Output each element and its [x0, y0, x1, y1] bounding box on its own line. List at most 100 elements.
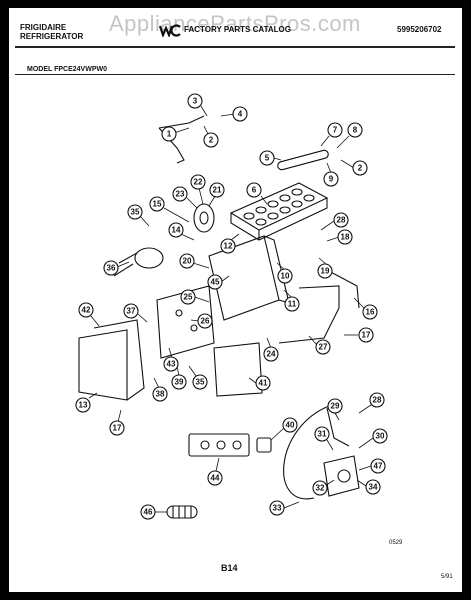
callout-15: 15: [149, 196, 190, 223]
svg-text:11: 11: [288, 300, 297, 309]
callout-35a: 35: [127, 204, 150, 227]
svg-text:2: 2: [209, 136, 214, 145]
svg-text:17: 17: [362, 331, 371, 340]
callout-9: 9: [323, 162, 339, 187]
model-label: MODEL FPCE24VWPW0: [27, 66, 107, 73]
wci-logo-icon: [159, 24, 181, 37]
svg-text:33: 33: [273, 504, 282, 513]
svg-text:26: 26: [201, 317, 210, 326]
sheet-number: B14: [221, 563, 238, 573]
svg-text:4: 4: [238, 110, 243, 119]
callout-45: 45: [207, 274, 230, 290]
svg-text:35: 35: [196, 378, 205, 387]
svg-text:23: 23: [176, 190, 185, 199]
part-40-fitting: [256, 437, 272, 453]
svg-text:29: 29: [331, 402, 340, 411]
svg-text:17: 17: [113, 424, 122, 433]
svg-text:43: 43: [167, 360, 176, 369]
callout-37: 37: [123, 303, 148, 323]
callout-19: 19: [317, 257, 333, 279]
svg-text:30: 30: [376, 432, 385, 441]
callout-46: 46: [140, 504, 167, 520]
callout-28a: 28: [320, 212, 349, 231]
svg-text:18: 18: [341, 233, 350, 242]
svg-text:40: 40: [286, 421, 295, 430]
part-13-front-cover: [78, 329, 128, 401]
parts-diagram-page: AppliancePartsPros.com FRIGIDAIRE REFRIG…: [9, 8, 462, 592]
diagram-code: 0529: [389, 540, 403, 546]
callout-8: 8: [336, 122, 363, 149]
header-rule: [15, 46, 455, 48]
part-6-mold-cells: [243, 188, 315, 226]
callout-25: 25: [180, 289, 210, 305]
callout-40: 40: [270, 417, 298, 441]
svg-text:21: 21: [213, 186, 222, 195]
svg-text:32: 32: [316, 484, 325, 493]
part-22-gear: [193, 203, 215, 233]
callout-17b: 17: [109, 409, 125, 436]
svg-text:38: 38: [156, 390, 165, 399]
part-32-valve-body: [323, 455, 360, 497]
svg-text:47: 47: [374, 462, 383, 471]
svg-text:25: 25: [184, 293, 193, 302]
callout-17a: 17: [344, 327, 374, 343]
svg-text:37: 37: [127, 307, 136, 316]
svg-text:3: 3: [193, 97, 198, 106]
brand-line-1: FRIGIDAIRE: [20, 23, 67, 32]
callout-21: 21: [208, 182, 225, 207]
callout-13: 13: [75, 392, 98, 413]
callout-32: 32: [312, 479, 335, 496]
svg-text:42: 42: [82, 306, 91, 315]
svg-text:9: 9: [329, 175, 334, 184]
callout-7: 7: [320, 122, 343, 147]
callout-16: 16: [353, 297, 378, 320]
svg-text:16: 16: [366, 308, 375, 317]
callout-35b: 35: [188, 365, 208, 390]
part-6-ice-mold: [229, 182, 329, 241]
svg-text:15: 15: [153, 200, 162, 209]
part-42-gasket: [93, 319, 145, 401]
svg-text:44: 44: [211, 474, 220, 483]
svg-text:19: 19: [321, 267, 330, 276]
part-5-tube: [277, 149, 329, 171]
svg-text:24: 24: [267, 350, 276, 359]
callout-29: 29: [327, 398, 343, 421]
part-31-bracket: [326, 407, 350, 447]
callout-43: 43: [163, 347, 179, 372]
catalog-part-number: 5995206702: [397, 25, 442, 34]
callout-47: 47: [358, 458, 386, 474]
svg-text:2: 2: [358, 164, 363, 173]
part-33-water-line: [283, 405, 330, 500]
svg-text:27: 27: [319, 343, 328, 352]
revision-date: 5/91: [441, 574, 453, 580]
svg-text:46: 46: [144, 508, 153, 517]
callout-28b: 28: [358, 392, 385, 414]
callout-5: 5: [259, 150, 282, 166]
svg-text:5: 5: [265, 154, 270, 163]
callout-24: 24: [263, 337, 279, 362]
svg-text:41: 41: [259, 379, 268, 388]
callout-44: 44: [207, 457, 223, 486]
callout-33: 33: [269, 500, 300, 516]
svg-text:28: 28: [337, 216, 346, 225]
part-27-shutoff-arm: [278, 285, 340, 344]
svg-text:1: 1: [167, 130, 172, 139]
callout-31: 31: [314, 426, 334, 451]
svg-text:34: 34: [369, 483, 378, 492]
callout-2a: 2: [203, 125, 219, 148]
callout-34: 34: [356, 479, 381, 495]
callout-12: 12: [220, 233, 240, 254]
part-44-kit-box: [188, 433, 250, 457]
svg-text:8: 8: [353, 126, 358, 135]
svg-text:12: 12: [224, 242, 233, 251]
callout-14: 14: [168, 222, 195, 241]
svg-text:39: 39: [175, 378, 184, 387]
svg-text:20: 20: [183, 257, 192, 266]
callout-4: 4: [220, 106, 248, 122]
part-46-filter: [166, 505, 198, 519]
callout-10: 10: [276, 262, 293, 284]
part-19-wire: [326, 269, 360, 309]
callout-11: 11: [283, 289, 300, 312]
part-41-switch: [213, 342, 263, 397]
svg-text:14: 14: [172, 226, 181, 235]
